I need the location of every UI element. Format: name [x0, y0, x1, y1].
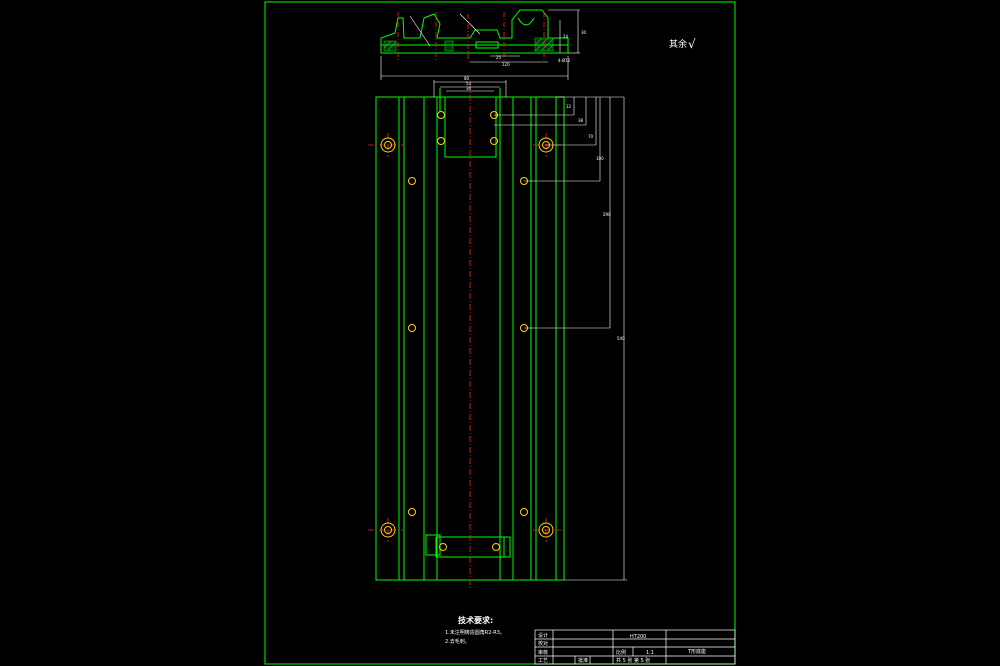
tb-label-review: 审核	[538, 649, 548, 656]
tb-sheet-info: 共 5 张 第 5 张	[616, 657, 650, 664]
dim-side-38: 38	[578, 118, 584, 123]
top-section-hatch	[383, 37, 554, 52]
top-dimension-lines	[380, 9, 580, 80]
surface-finish-symbol: √	[688, 37, 696, 51]
dim-top-24: 24	[563, 34, 569, 39]
dim-top-54: 54	[466, 81, 472, 86]
dim-top-holes: 4-Ø12	[558, 58, 571, 63]
front-dimension-lines	[433, 80, 627, 581]
dim-top-30: 30	[581, 30, 587, 35]
tb-label-approve: 批准	[578, 657, 588, 664]
dim-top-34: 34	[466, 86, 472, 91]
dim-top-80: 80	[464, 76, 470, 81]
dim-top-25: 25	[496, 55, 502, 60]
surface-finish-label: 其余	[669, 38, 687, 50]
mounting-holes	[380, 111, 554, 551]
dim-side-290: 290	[603, 212, 611, 217]
tb-label-design: 设计	[538, 632, 548, 639]
title-block: 设计 校对 审核 工艺 批准 HT200 比例 1:1 T形底座 共 5 张 第…	[538, 632, 706, 664]
tech-req-item-2: 2.去毛刺。	[445, 638, 470, 645]
tech-req-title: 技术要求:	[458, 615, 493, 625]
dim-top-120: 120	[502, 62, 510, 67]
tb-scale-label: 比例	[616, 649, 626, 656]
dim-side-70: 70	[588, 134, 594, 139]
tb-material: HT200	[630, 634, 646, 640]
tech-req-item-1: 1.未注明铸造圆角R2-R3。	[445, 629, 505, 636]
top-section-view	[380, 9, 569, 54]
title-block-lines	[534, 629, 736, 665]
tb-label-check: 校对	[538, 640, 548, 647]
tb-scale-value: 1:1	[646, 650, 654, 656]
drawing-border	[264, 1, 736, 665]
front-centerlines	[368, 84, 565, 590]
dimension-texts: 80 54 34 30 24 120 25 4-Ø12 12 38 70 100…	[464, 30, 625, 341]
tb-part-name: T形底座	[687, 648, 706, 655]
dim-side-12: 12	[566, 104, 572, 109]
dim-overall-540: 540	[617, 336, 625, 341]
dim-side-100: 100	[596, 156, 604, 161]
tb-label-process: 工艺	[538, 658, 548, 664]
